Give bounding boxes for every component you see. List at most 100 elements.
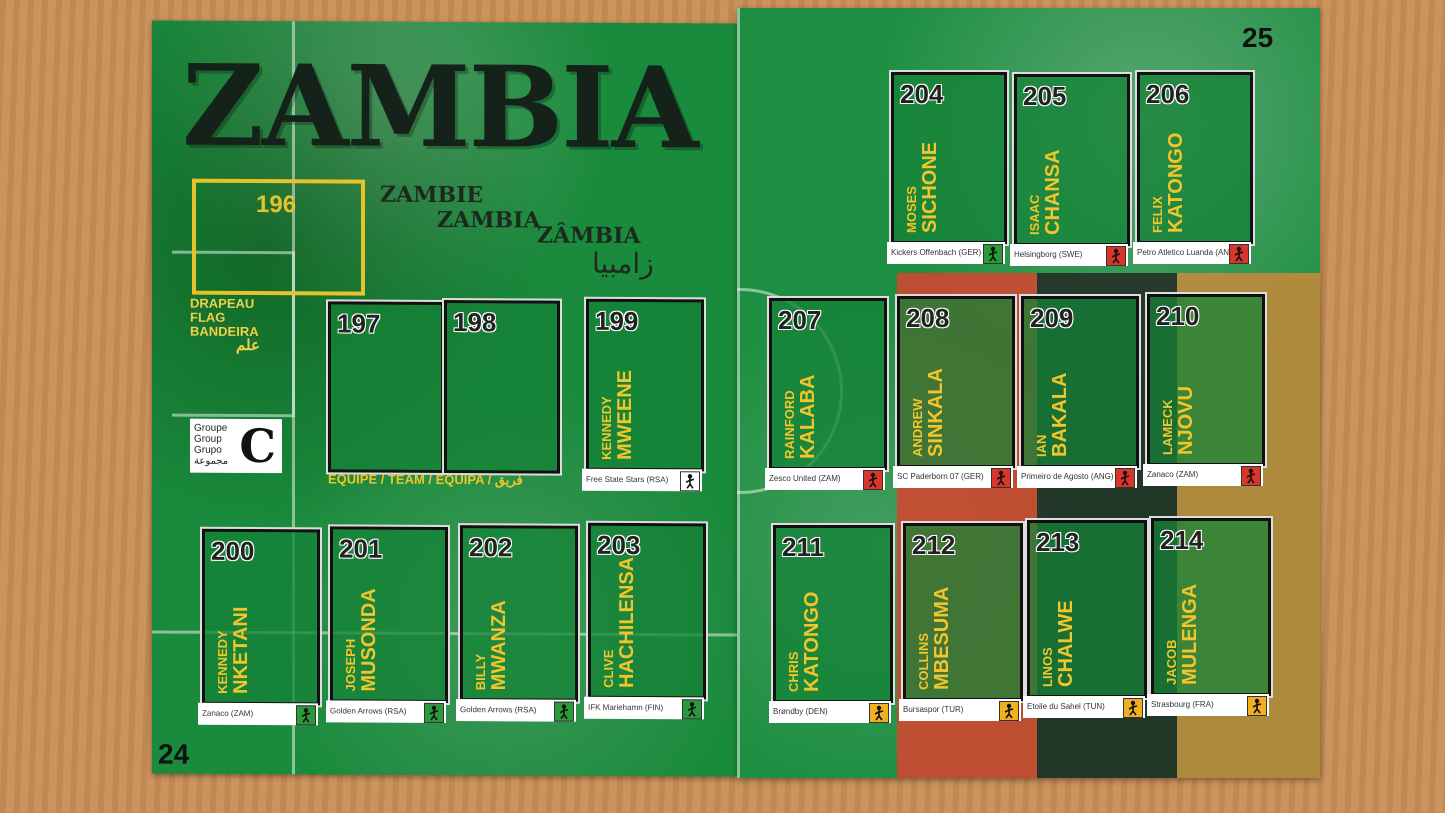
club-label: Golden Arrows (RSA)	[326, 700, 446, 724]
midfielder-icon	[1115, 468, 1135, 488]
player-last-name: SICHONE	[919, 141, 941, 233]
page-title: ZAMBIA	[182, 40, 697, 175]
player-first-name: CHRIS	[786, 651, 801, 692]
sticker-number: 210	[1156, 301, 1200, 331]
defender-icon	[296, 705, 316, 726]
flag-label-ar: علم	[236, 336, 260, 355]
player-first-name: ANDREW	[910, 398, 925, 458]
club-label: Free State Stars (RSA)	[582, 468, 702, 492]
club-label: Golden Arrows (RSA)	[456, 699, 576, 722]
club-name: Free State Stars (RSA)	[586, 474, 669, 485]
player-first-name: LAMECK	[1160, 399, 1175, 455]
player-first-name: CLIVE	[601, 649, 616, 688]
player-last-name: SINKALA	[925, 368, 947, 457]
sticker-number: 208	[906, 303, 950, 333]
forward-icon	[869, 703, 889, 723]
defender-icon	[983, 244, 1003, 264]
player-first-name: JACOB	[1164, 639, 1179, 685]
player-first-name: IAN	[1034, 434, 1049, 457]
player-first-name: RAINFORD	[782, 390, 797, 459]
player-last-name: MWEENE	[614, 369, 636, 461]
flag-label: DRAPEAU FLAG BANDEIRA علم	[190, 296, 260, 355]
country-name-ar: زامبيا	[592, 246, 654, 281]
player-last-name: MUSONDA	[358, 588, 380, 692]
page-number: 24	[158, 738, 190, 770]
club-label: SC Paderborn 07 (GER)	[893, 466, 1013, 488]
sticker-number: 198	[453, 307, 497, 338]
sticker-number: 202	[469, 532, 513, 563]
defender-icon	[424, 702, 444, 723]
player-last-name: KALABA	[797, 374, 819, 459]
club-name: Zanaco (ZAM)	[202, 708, 254, 718]
club-label: Strasbourg (FRA)	[1147, 694, 1269, 716]
player-last-name: MWANZA	[488, 600, 510, 691]
club-label: Kickers Offenbach (GER)	[887, 242, 1005, 264]
sticker-number: 212	[912, 530, 956, 560]
player-first-name: JOSEPH	[343, 638, 358, 692]
player-last-name: KATONGO	[1165, 132, 1187, 233]
country-name-en: ZAMBIA	[437, 206, 541, 234]
country-name-fr: ZAMBIE	[380, 181, 484, 209]
sticker-number: 201	[339, 533, 383, 564]
player-last-name: KATONGO	[801, 591, 823, 692]
player-first-name: KENNEDY	[215, 630, 230, 694]
forward-icon	[1247, 696, 1267, 716]
club-name: Petro Atletico Luanda (ANG)	[1137, 248, 1238, 257]
defender-icon	[682, 699, 702, 720]
club-label: Petro Atletico Luanda (ANG)	[1133, 242, 1251, 264]
player-first-name: ISAAC	[1027, 194, 1042, 235]
album-page-left: ZAMBIA ZAMBIE ZAMBIA ZÂMBIA زامبيا 196 D…	[152, 20, 737, 777]
club-name: Bursaspor (TUR)	[903, 705, 964, 714]
group-label-pt: Grupo	[194, 444, 222, 456]
group-letter: C	[239, 418, 276, 474]
club-label: IFK Mariehamn (FIN)	[584, 696, 704, 720]
team-label: EQUIPE / TEAM / EQUIPA / فريق	[328, 471, 523, 488]
defender-icon	[554, 701, 574, 722]
club-name: IFK Mariehamn (FIN)	[588, 702, 664, 713]
club-label: Brøndby (DEN)	[769, 701, 891, 723]
club-name: Kickers Offenbach (GER)	[891, 248, 982, 257]
sticker-number: 206	[1146, 79, 1190, 109]
club-name: Etoile du Sahel (TUN)	[1027, 702, 1105, 711]
forward-icon	[1123, 698, 1143, 718]
player-last-name: BAKALA	[1049, 372, 1071, 457]
player-first-name: KENNEDY	[599, 396, 614, 460]
club-name: Zanaco (ZAM)	[1147, 470, 1199, 479]
player-first-name: MOSES	[904, 186, 919, 233]
flag-sticker-slot: 196	[192, 178, 365, 296]
forward-icon	[999, 701, 1019, 721]
player-last-name: NJOVU	[1175, 386, 1197, 455]
club-name: Golden Arrows (RSA)	[330, 706, 407, 716]
sticker-number: 200	[211, 535, 255, 567]
sticker-number: 205	[1023, 81, 1067, 111]
sticker-number: 211	[782, 532, 824, 562]
team-sticker-slot-left: 197	[326, 299, 446, 476]
group-badge: Groupe Group Grupo مجموعة C	[190, 418, 282, 474]
club-label: Zanaco (ZAM)	[198, 702, 318, 726]
country-name-pt: ZÂMBIA	[537, 222, 641, 250]
